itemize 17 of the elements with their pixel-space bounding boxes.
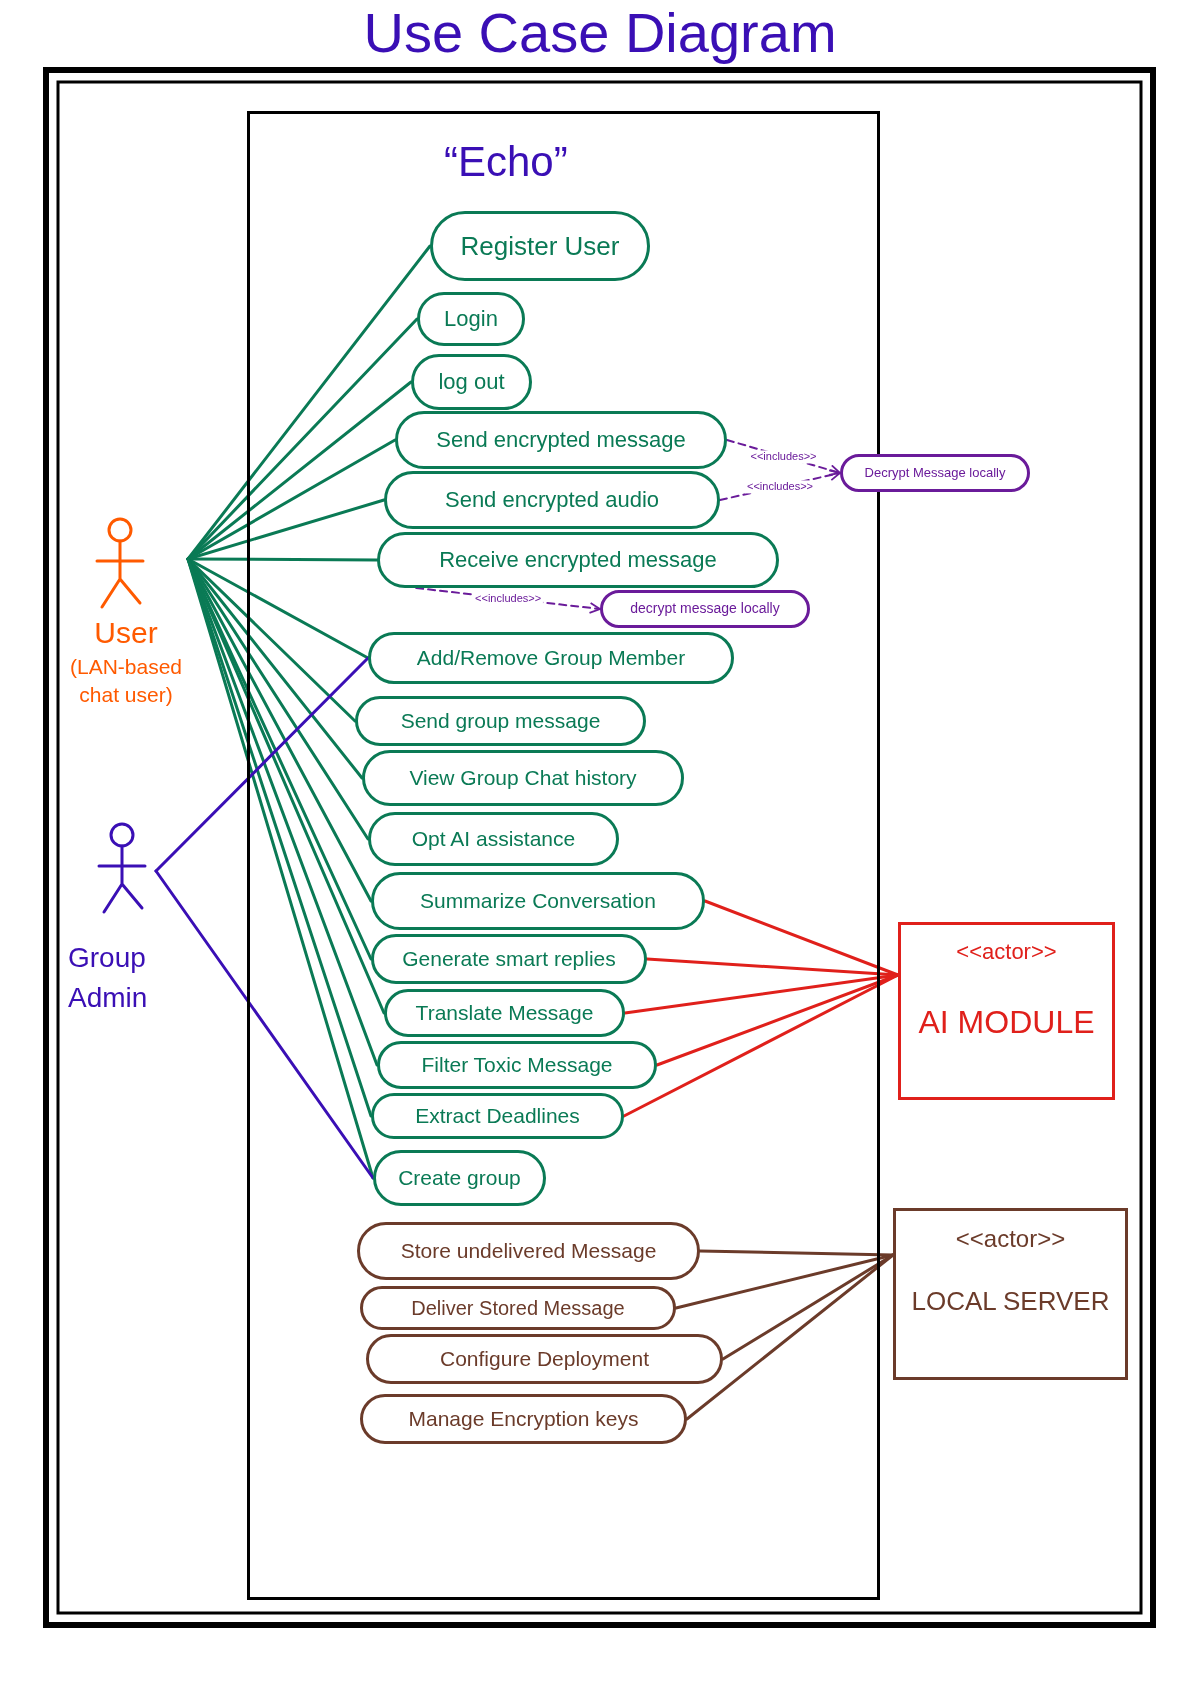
actor-box <box>893 1208 1128 1380</box>
actor-box <box>898 922 1115 1100</box>
system-name: “Echo” <box>444 141 568 183</box>
edge-label: <<includes>> <box>473 591 544 606</box>
actor-description: (LAN-based chat user) <box>68 654 184 708</box>
actor-name: Group Admin <box>68 941 149 1015</box>
association-line <box>154 869 375 1180</box>
actor-name: AI MODULE <box>918 1004 1095 1042</box>
association-line <box>698 1249 895 1257</box>
association-line <box>154 656 370 873</box>
diagram-title: Use Case Diagram <box>363 2 837 64</box>
stereotype-label: <<actor>> <box>956 939 1057 965</box>
edge-label: <<includes>> <box>744 479 816 494</box>
actor-name: LOCAL SERVER <box>911 1286 1110 1317</box>
edge-label: <<includes>> <box>748 449 819 464</box>
actor-name: User <box>93 615 159 651</box>
stereotype-label: <<actor>> <box>955 1225 1066 1253</box>
